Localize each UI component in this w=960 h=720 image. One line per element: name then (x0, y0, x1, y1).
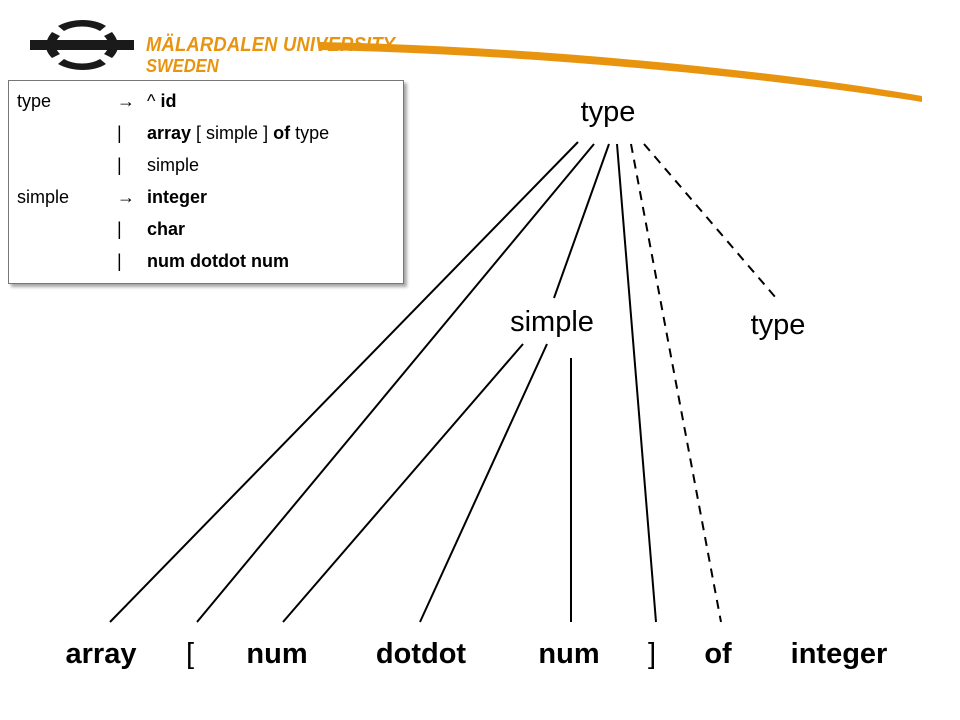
university-country: SWEDEN (146, 56, 219, 76)
grammar-rhs: num dotdot num (147, 249, 289, 273)
tree-node-simple: simple (510, 306, 594, 338)
grammar-rhs: char (147, 217, 185, 241)
university-name: MÄLARDALEN UNIVERSITY (146, 34, 396, 56)
edge-type-type (643, 143, 777, 299)
edge-type-of (630, 143, 722, 623)
rhs-token: id (160, 91, 177, 111)
grammar-rhs: array [ simple ] of type (147, 121, 329, 145)
grammar-arrow: → (117, 91, 135, 111)
university-emblem-icon (30, 20, 134, 70)
tree-root-type: type (580, 96, 636, 128)
tree-leaf: num (538, 638, 600, 670)
grammar-lhs: simple (17, 187, 70, 207)
grammar-box: type → ^ id | array [ simple ] of type |… (8, 80, 404, 284)
edge-type-rbracket (616, 143, 657, 623)
grammar-lhs: type (17, 91, 52, 111)
rhs-token: num dotdot num (147, 251, 289, 271)
edge-simple-num1 (282, 343, 524, 623)
tree-leaf: dotdot (375, 638, 467, 670)
rhs-token: char (147, 219, 186, 239)
rhs-token: ^ (147, 91, 161, 111)
rhs-token: simple (147, 155, 200, 175)
grammar-rhs: integer (147, 185, 207, 209)
grammar-rhs: ^ id (147, 89, 176, 113)
tree-leaf: [ (185, 638, 195, 670)
grammar-alternative-bar: | (117, 219, 122, 239)
rhs-token: array (147, 123, 192, 143)
edge-simple-dotdot (419, 343, 548, 623)
rhs-token: integer (147, 187, 208, 207)
grammar-arrow: → (117, 187, 135, 207)
grammar-alternative-bar: | (117, 251, 122, 271)
university-logo: MÄLARDALEN UNIVERSITY SWEDEN (28, 14, 395, 76)
tree-leaf: num (246, 638, 308, 670)
edge-type-simple (553, 143, 610, 299)
tree-leaf: of (704, 638, 732, 670)
grammar-alternative-bar: | (117, 155, 122, 175)
tree-leaf: integer (790, 638, 888, 670)
tree-node-type: type (750, 309, 806, 341)
grammar-alternative-bar: | (117, 123, 122, 143)
rhs-token: [ simple ] (191, 123, 274, 143)
tree-leaf: ] (647, 638, 657, 670)
grammar-rhs: simple (147, 153, 199, 177)
rhs-token: type (290, 123, 330, 143)
edge-type-array (109, 141, 579, 623)
rhs-token: of (273, 123, 291, 143)
edge-type-lbracket (196, 143, 595, 623)
tree-leaf: array (65, 638, 137, 670)
